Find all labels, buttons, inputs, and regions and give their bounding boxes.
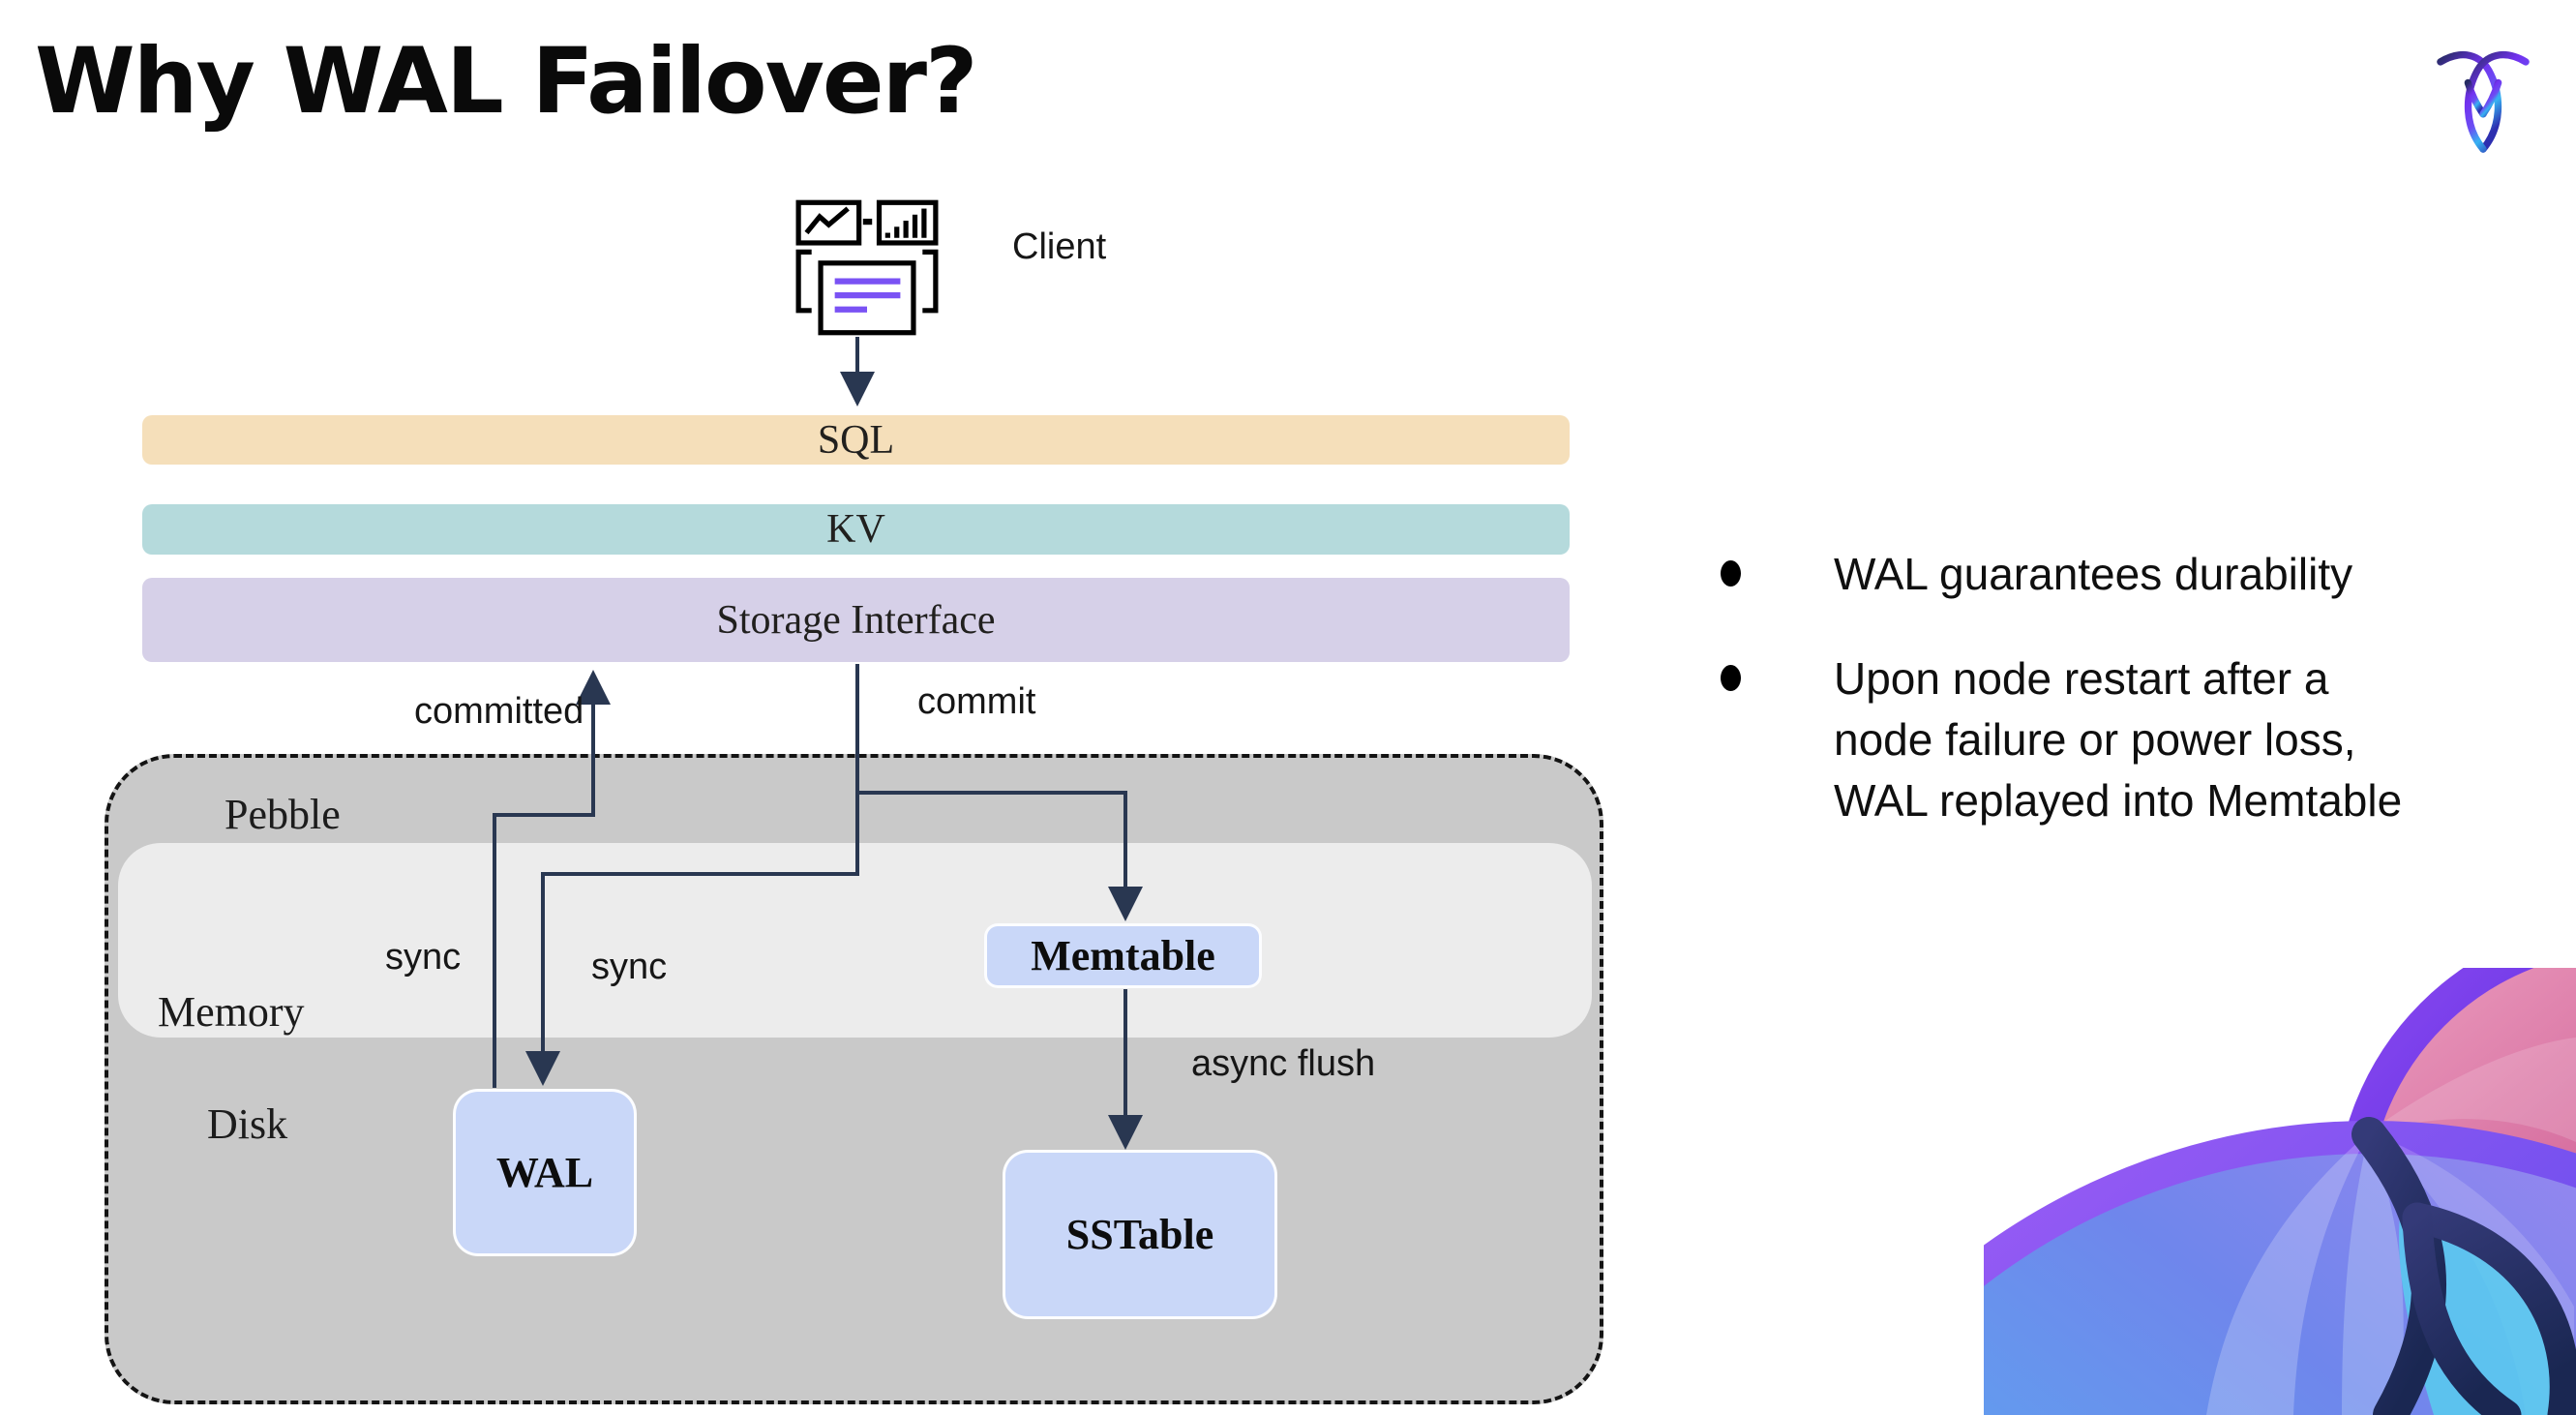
node-sstable-label: SSTable xyxy=(1065,1211,1214,1258)
edge-label-async-flush: async flush xyxy=(1191,1043,1376,1084)
bullet-item-replay: Upon node restart after a node failure o… xyxy=(1721,648,2576,831)
brand-decoration-graphic xyxy=(1984,968,2576,1415)
memory-band xyxy=(118,843,1592,1038)
layer-label-kv: KV xyxy=(826,507,885,552)
edge-label-sync-right: sync xyxy=(591,947,668,987)
layer-bar-kv: KV xyxy=(142,504,1570,555)
node-sstable: SSTable xyxy=(1003,1150,1277,1319)
memory-label: Memory xyxy=(158,988,305,1036)
bullet-list: WAL guarantees durability Upon node rest… xyxy=(1721,544,2576,875)
bullet-text: WAL guarantees durability xyxy=(1834,549,2353,599)
node-memtable-label: Memtable xyxy=(1031,932,1215,979)
layer-label-sql: SQL xyxy=(817,417,895,463)
node-wal-label: WAL xyxy=(495,1149,594,1196)
node-wal: WAL xyxy=(453,1089,637,1256)
slide-title: Why WAL Failover? xyxy=(35,29,978,135)
bullet-item-durability: WAL guarantees durability xyxy=(1721,544,2576,605)
layer-label-storage-interface: Storage Interface xyxy=(716,597,996,643)
edge-label-sync-left: sync xyxy=(385,937,462,978)
edge-label-commit: commit xyxy=(917,681,1036,722)
edge-label-committed: committed xyxy=(414,691,584,732)
node-memtable: Memtable xyxy=(984,923,1262,988)
layer-bar-storage-interface: Storage Interface xyxy=(142,578,1570,662)
disk-label: Disk xyxy=(207,1100,288,1148)
client-label: Client xyxy=(1012,226,1107,267)
layer-bar-sql: SQL xyxy=(142,415,1570,465)
bullet-text: Upon node restart after a node failure o… xyxy=(1834,653,2403,826)
bullet-dot-icon xyxy=(1721,560,1741,587)
bullet-dot-icon xyxy=(1721,665,1741,691)
cockroachdb-logo-icon xyxy=(2436,46,2531,163)
pebble-label: Pebble xyxy=(225,791,341,838)
client-icon xyxy=(795,199,939,337)
